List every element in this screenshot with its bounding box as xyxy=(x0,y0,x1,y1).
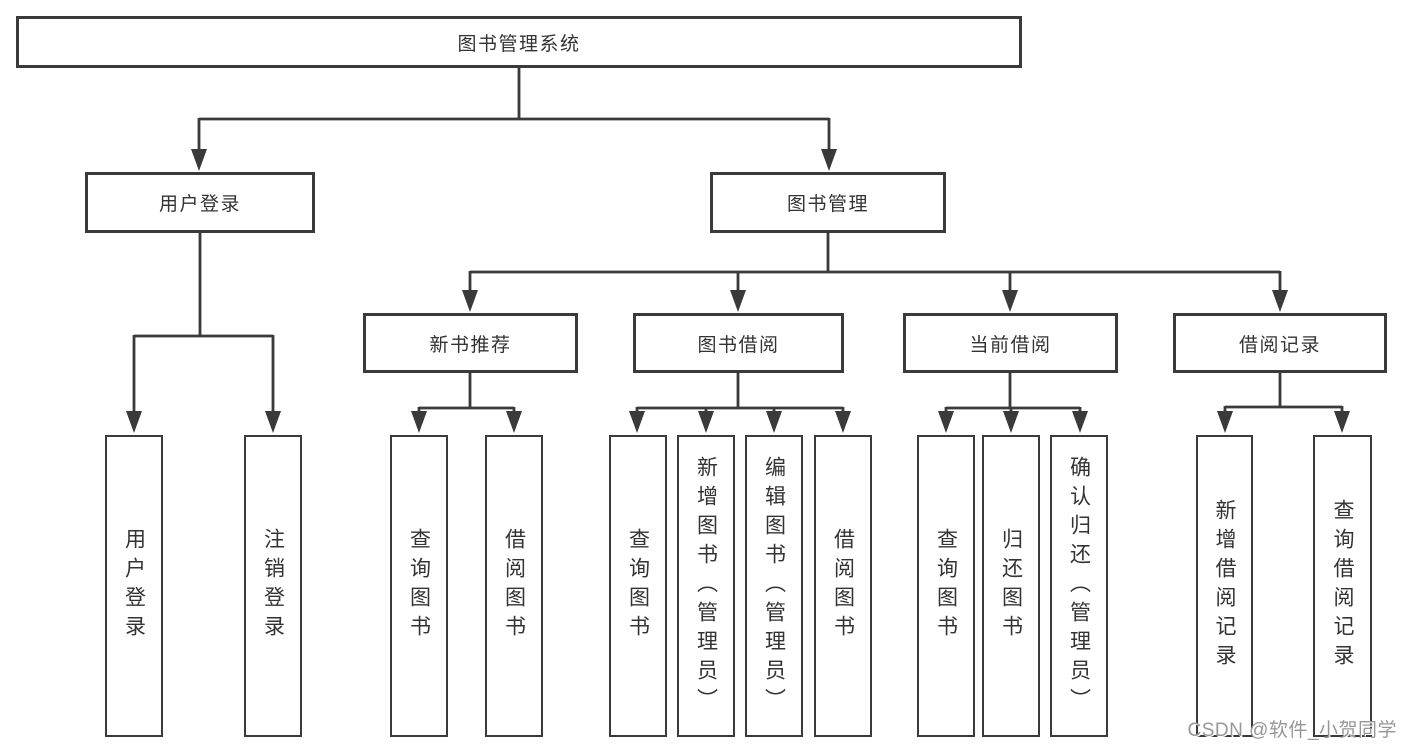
node-new-book-recommend: 新书推荐 xyxy=(363,313,578,373)
node-book-borrow: 图书借阅 xyxy=(633,313,844,373)
leaf-borrow-book: 借阅图书 xyxy=(814,435,872,737)
node-library-system: 图书管理系统 xyxy=(16,16,1022,68)
leaf-user-login: 用户登录 xyxy=(105,435,163,737)
leaf-add-borrow-record: 新增借阅记录 xyxy=(1196,435,1253,737)
leaf-query-book-borrow: 查询图书 xyxy=(609,435,667,737)
watermark: CSDN @软件_小贺同学 xyxy=(1187,720,1397,741)
node-borrow-record: 借阅记录 xyxy=(1173,313,1387,373)
node-user-login: 用户登录 xyxy=(85,172,315,233)
leaf-confirm-return-admin: 确认归还（管理员） xyxy=(1050,435,1108,737)
leaf-edit-book-admin: 编辑图书（管理员） xyxy=(745,435,803,737)
leaf-query-book-current: 查询图书 xyxy=(917,435,975,737)
leaf-logout: 注销登录 xyxy=(244,435,302,737)
leaf-query-borrow-record: 查询借阅记录 xyxy=(1313,435,1372,737)
leaf-add-book-admin: 新增图书（管理员） xyxy=(677,435,735,737)
leaf-return-book: 归还图书 xyxy=(982,435,1040,737)
node-book-management: 图书管理 xyxy=(710,172,946,233)
leaf-query-book-recommend: 查询图书 xyxy=(390,435,448,737)
leaf-borrow-book-recommend: 借阅图书 xyxy=(485,435,543,737)
node-current-borrow: 当前借阅 xyxy=(903,313,1118,373)
